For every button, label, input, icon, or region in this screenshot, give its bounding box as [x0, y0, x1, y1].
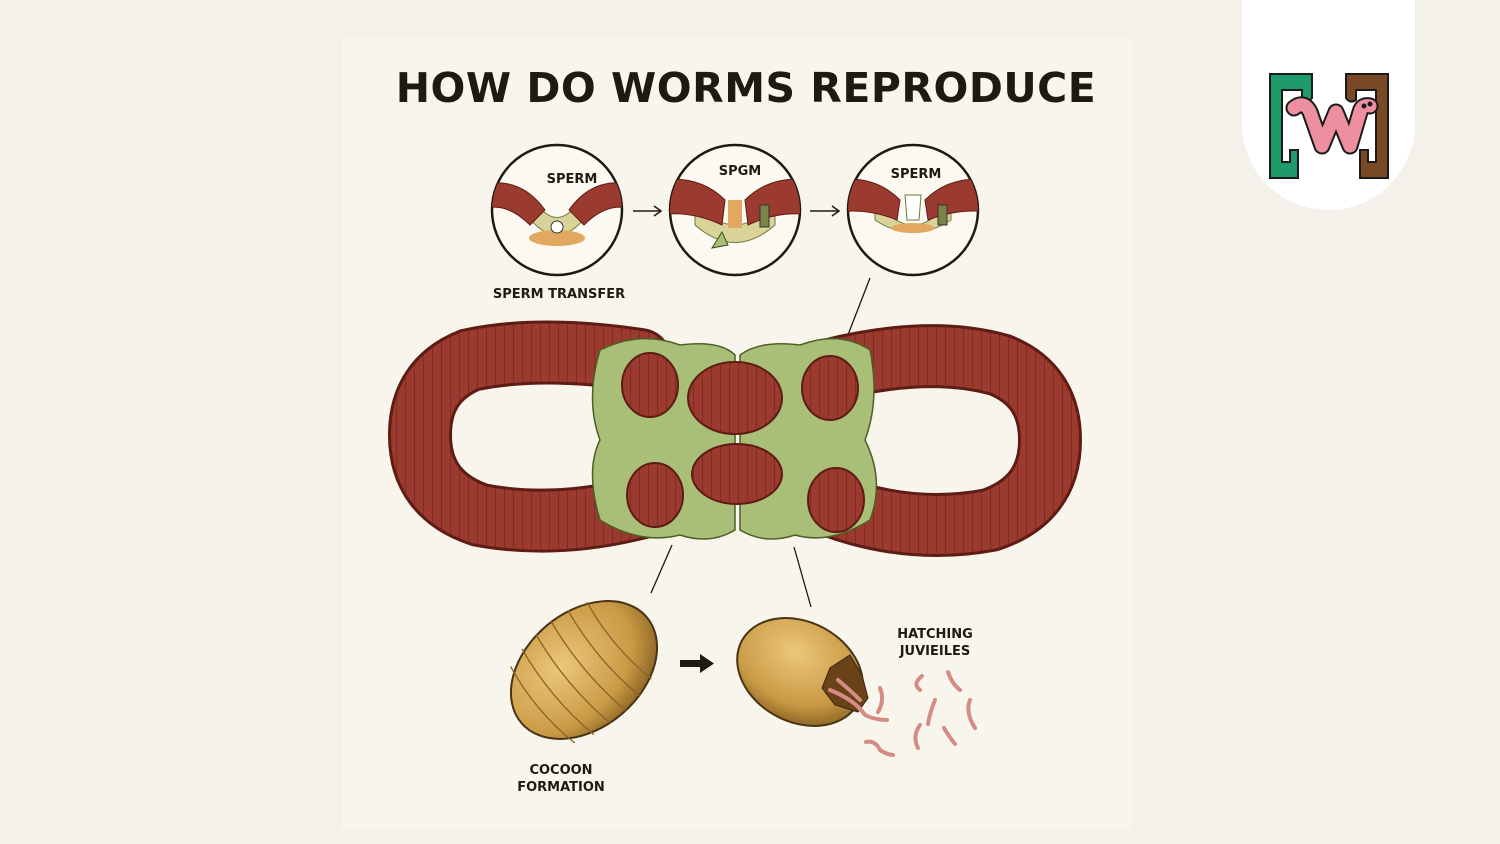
stage-2-label: SPGM [718, 164, 762, 179]
stage-1-label: SPERM [546, 172, 598, 187]
sperm-transfer-label: SPERM TRANSFER [492, 287, 626, 302]
cocoon-label-line1: COCOON [529, 763, 593, 778]
cocoon-formation-label: COCOON FORMATION [506, 762, 616, 796]
stage-circle-2 [668, 143, 802, 277]
hatching-juveniles-label: HATCHING JUVIEILES [885, 626, 985, 660]
arrow-icon [633, 205, 663, 217]
logo-card[interactable] [1242, 0, 1415, 210]
stage-circle-1 [490, 143, 624, 277]
cocoon-illustration [509, 600, 659, 744]
cocoon-label-line2: FORMATION [517, 780, 605, 795]
mating-worms-illustration [387, 320, 1083, 557]
worm-logo-icon [1269, 73, 1389, 179]
stage-3-label: SPERM [890, 167, 942, 182]
arrow-right-icon [680, 654, 714, 673]
stage-circle-3 [846, 143, 980, 277]
hatching-label-line2: JUVIEILES [899, 644, 971, 659]
hatching-label-line1: HATCHING [897, 627, 973, 642]
arrow-icon [810, 205, 841, 217]
diagram-title: HOW DO WORMS REPRODUCE [395, 64, 1097, 112]
hatching-cocoon-illustration [736, 617, 977, 757]
